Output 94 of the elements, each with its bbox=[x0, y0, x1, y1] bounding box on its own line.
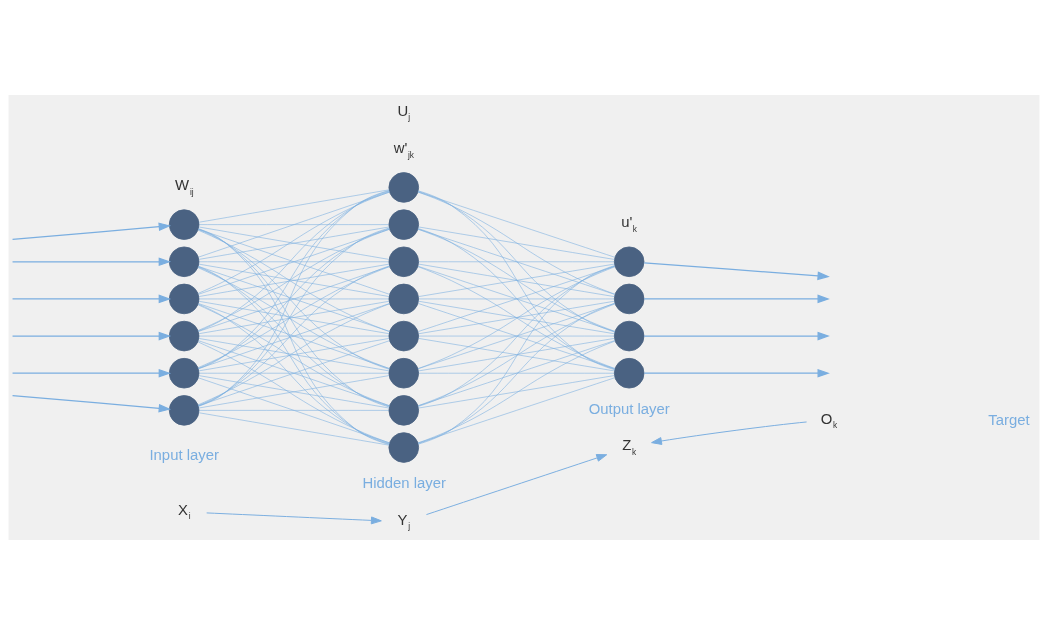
node-circle bbox=[613, 283, 645, 314]
node-text: O$_{k}$ bbox=[820, 410, 838, 430]
connector bbox=[198, 411, 390, 445]
node-text: Y$_{j}$ bbox=[397, 511, 411, 531]
connector bbox=[417, 228, 616, 332]
node-circle bbox=[168, 357, 200, 388]
arrow bbox=[643, 331, 830, 340]
connector bbox=[417, 303, 616, 406]
connector bbox=[199, 223, 390, 225]
connector bbox=[198, 190, 390, 369]
connector bbox=[198, 337, 390, 371]
arrow bbox=[425, 453, 608, 515]
connector bbox=[198, 300, 390, 334]
label: U$_{j}$ bbox=[397, 102, 411, 122]
connector bbox=[417, 190, 616, 332]
node-circle bbox=[388, 357, 420, 388]
arrow bbox=[11, 221, 172, 240]
arrow bbox=[651, 420, 808, 445]
node-text: X$_{i}$ bbox=[177, 501, 191, 521]
node-circle bbox=[388, 394, 420, 426]
connector bbox=[197, 191, 390, 294]
node-circle bbox=[168, 320, 200, 351]
connector bbox=[198, 265, 390, 332]
arrow bbox=[206, 511, 382, 524]
connector bbox=[197, 190, 390, 332]
node-circle bbox=[613, 357, 645, 388]
connector bbox=[198, 191, 390, 257]
connector bbox=[417, 302, 616, 369]
connector bbox=[417, 227, 616, 370]
connector bbox=[418, 260, 615, 262]
node-circle bbox=[388, 208, 420, 240]
connector bbox=[198, 374, 390, 408]
connector bbox=[198, 339, 390, 406]
connector bbox=[199, 298, 390, 299]
node-circle bbox=[388, 171, 420, 203]
connector bbox=[197, 341, 390, 443]
label: Target bbox=[988, 411, 1030, 428]
node-text: Z$_{k}$ bbox=[622, 436, 637, 457]
label: Output layer bbox=[588, 400, 670, 417]
connector bbox=[418, 335, 615, 336]
node-circle bbox=[388, 431, 420, 463]
connector bbox=[417, 265, 616, 332]
connector bbox=[417, 376, 616, 443]
connector bbox=[198, 189, 390, 407]
connector bbox=[418, 264, 615, 444]
connector bbox=[198, 189, 390, 223]
connector bbox=[418, 190, 615, 370]
arrow bbox=[11, 394, 172, 413]
connector bbox=[198, 302, 390, 369]
connector bbox=[417, 191, 616, 294]
node-circle bbox=[388, 283, 420, 314]
connector bbox=[198, 377, 390, 443]
connector bbox=[199, 372, 390, 374]
connector bbox=[417, 340, 616, 443]
connector bbox=[199, 260, 390, 262]
node-circle bbox=[388, 320, 420, 351]
node-circle bbox=[388, 246, 420, 277]
label: Input layer bbox=[149, 446, 219, 463]
connector bbox=[418, 372, 615, 374]
arrow bbox=[11, 368, 172, 378]
connector bbox=[199, 409, 390, 411]
node-circle bbox=[168, 246, 200, 277]
connector bbox=[198, 228, 390, 295]
node-circle bbox=[168, 208, 200, 240]
label: w'$_{jk}$ bbox=[393, 139, 414, 160]
arrow bbox=[643, 261, 830, 280]
connector bbox=[199, 335, 390, 336]
arrow bbox=[643, 368, 830, 378]
arrow bbox=[11, 331, 172, 340]
node-circle bbox=[613, 246, 645, 277]
connector bbox=[417, 228, 616, 295]
connector bbox=[418, 337, 615, 371]
node-circle bbox=[168, 283, 200, 314]
connector bbox=[418, 298, 615, 299]
node-circle bbox=[168, 394, 200, 426]
arrow bbox=[643, 294, 830, 303]
arrow bbox=[11, 294, 172, 303]
label: Hidden layer bbox=[362, 474, 446, 491]
label: u'$_{k}$ bbox=[621, 213, 637, 234]
connector bbox=[417, 302, 616, 444]
arrow bbox=[11, 256, 172, 266]
connector bbox=[417, 339, 616, 406]
connector bbox=[198, 226, 390, 260]
connector bbox=[418, 263, 615, 297]
connector bbox=[198, 263, 390, 297]
node-circle bbox=[613, 320, 645, 351]
connector bbox=[418, 300, 615, 334]
label: W$_{ij}$ bbox=[175, 176, 194, 197]
connector bbox=[418, 374, 615, 408]
connector bbox=[198, 227, 390, 445]
connector bbox=[198, 265, 390, 444]
connector bbox=[197, 303, 390, 444]
connector bbox=[418, 226, 615, 260]
connector bbox=[417, 265, 616, 407]
